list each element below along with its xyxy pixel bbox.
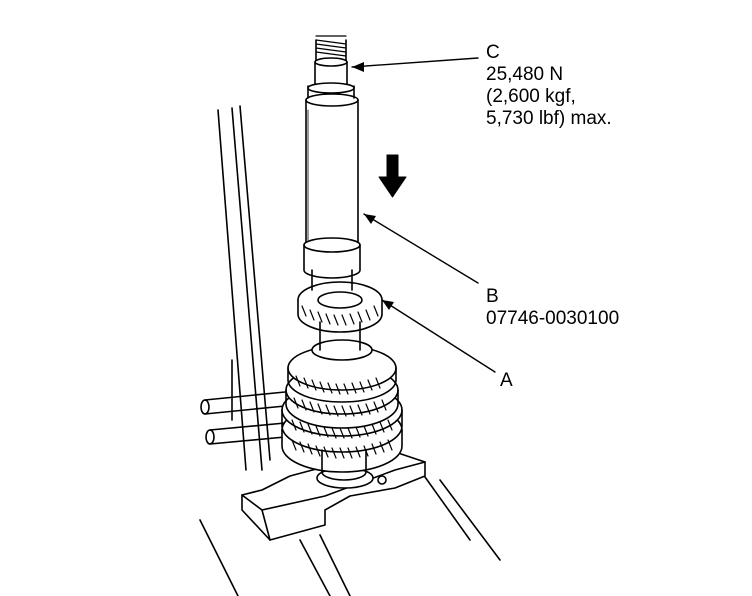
- leader-arrowheads: [352, 62, 394, 310]
- upper-gear: [297, 281, 383, 351]
- gear-stack: [281, 339, 403, 481]
- press-ram: [307, 35, 355, 99]
- press-tool-tube: [303, 93, 361, 291]
- label-c-force-kgf: (2,600 kgf,: [486, 86, 576, 107]
- label-a: A: [500, 370, 513, 392]
- label-c-letter: C: [486, 42, 500, 63]
- label-c: C 25,480 N (2,600 kgf, 5,730 lbf) max.: [486, 42, 612, 130]
- label-c-force-lbf: 5,730 lbf) max.: [486, 108, 612, 129]
- support-rods: [200, 359, 286, 445]
- label-a-letter: A: [500, 370, 513, 391]
- label-b: B 07746-0030100: [486, 286, 619, 330]
- label-b-part-number: 07746-0030100: [486, 308, 620, 329]
- label-c-force-newton: 25,480 N: [486, 64, 564, 85]
- press-direction-arrow: [378, 154, 407, 198]
- leader-lines: [351, 57, 496, 373]
- support-plate: [241, 451, 426, 541]
- label-b-letter: B: [486, 286, 499, 307]
